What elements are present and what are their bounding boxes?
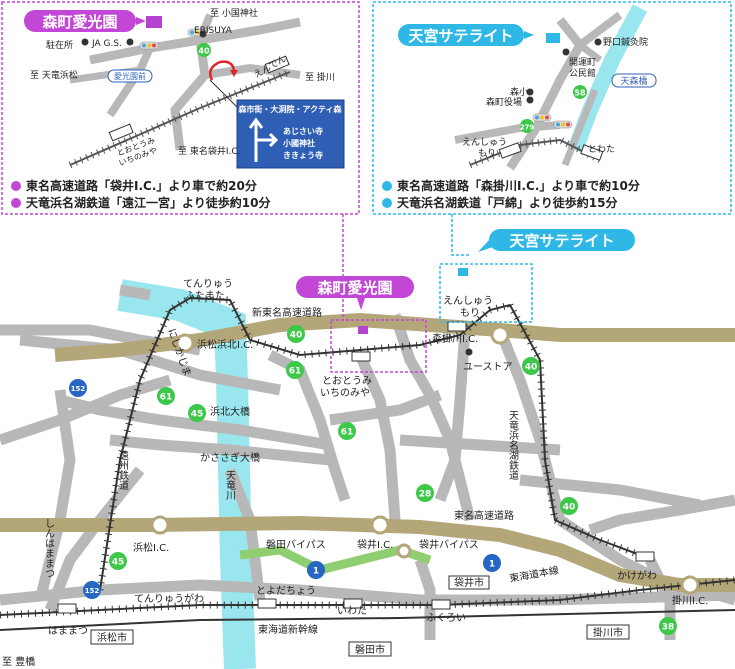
callout-aikoen: 森町愛光園 (317, 279, 392, 297)
sign-right-line1: あじさい寺 (283, 126, 323, 136)
label-hamakita-bridge: 浜北大橋 (210, 405, 250, 418)
label-kasasagi-bridge: かささぎ大橋 (200, 451, 260, 464)
label-to-fukuroi: 至 東名袋井I.C. (178, 145, 241, 157)
label-to-kakegawa: 至 掛川 (305, 71, 335, 83)
route-279-badge: 279 (520, 124, 535, 132)
label-tenryugawa: てんりゅうがわ (134, 592, 204, 605)
route-45-b: 45 (112, 558, 125, 568)
label-tokaido-line: 東海道本線 (508, 563, 559, 584)
label-fukuroi-city: 袋井市 (454, 576, 484, 589)
label-enshu-mori-main-2: もり (460, 307, 480, 319)
label-kakegawa-city: 掛川市 (593, 626, 623, 639)
aikoen-marker (146, 16, 162, 28)
label-towata: とわた (588, 144, 615, 155)
inset-aikoen-title: 森町愛光園 (42, 13, 117, 31)
label-kakegawa-ic: 掛川I.C. (672, 594, 708, 607)
route-40-badge-inset: 40 (198, 47, 210, 56)
label-tomei: 東名高速道路 (454, 509, 514, 522)
label-tenhama-railway: 天竜浜名湖鉄道 (507, 410, 519, 480)
label-toyodacho: とよだちょう (256, 585, 316, 597)
label-fukuroi-bypass: 袋井バイパス (419, 538, 479, 551)
label-bridge: 天森橋 (620, 75, 647, 87)
label-police: 駐在所 (46, 39, 73, 51)
label-shin-tomei: 新東名高速道路 (252, 306, 322, 319)
route-152-b: 152 (85, 587, 100, 595)
inset-satellite: 58 279 天宮サテライト 野口鍼灸院 開運町 公民館 森小 森町役場 天森橋… (372, 1, 732, 215)
route-61-a: 61 (289, 367, 302, 377)
label-toutoumi-2: いちのみや (320, 387, 370, 399)
tomei-expressway (0, 515, 735, 592)
route-1-b: 1 (489, 560, 495, 570)
label-fukuroi-ic: 袋井I.C. (357, 538, 393, 551)
label-kakegawa: かけがわ (617, 569, 657, 582)
label-tenryu-river: 天竜川 (224, 470, 236, 500)
label-hamamatsu: はままつ (48, 625, 88, 637)
label-iwata-bypass: 磐田バイパス (266, 538, 326, 551)
label-shinhamamatsu: しんはままつ (43, 518, 55, 578)
route-61-c: 61 (341, 428, 354, 438)
sign-right-line3: ききょう寺 (283, 150, 323, 160)
sign-up-text: 森市街・大洞院・アクティ森 (238, 104, 342, 114)
access-aikoen-train: 天竜浜名湖鉄道「遠江一宮」より徒歩約10分 (26, 195, 270, 210)
traffic-light-icon (532, 113, 552, 122)
tokaido-line (0, 579, 735, 616)
label-toutoumi-1: とおとうみ (322, 375, 372, 387)
label-fukuroi: ふくろい (426, 612, 466, 624)
label-ebisuya: EBISUYA (194, 26, 233, 36)
traffic-light-icon (553, 120, 573, 129)
label-kominkan-2: 公民館 (569, 67, 596, 79)
access-aikoen-car: 東名高速道路「袋井I.C.」より車で約20分 (26, 178, 257, 193)
label-u-store: ユーストア (463, 362, 513, 373)
label-enshu-mori-1: えんしゅう (462, 137, 507, 148)
label-shinkansen: 東海道新幹線 (258, 623, 318, 636)
label-shrine: 至 小国神社 (210, 7, 258, 19)
route-1-a: 1 (313, 567, 319, 577)
label-hamamatsu-hamakita-ic: 浜松浜北I.C. (197, 338, 253, 351)
tenhama-railway (99, 296, 641, 591)
route-45-a: 45 (191, 410, 204, 420)
label-hamamatsu-ic: 浜松I.C. (133, 541, 169, 554)
shin-tomei-expressway (54, 312, 735, 362)
label-iwata: いわた (337, 605, 367, 617)
route-38: 38 (662, 623, 675, 633)
label-enshu-mori-2: もり (478, 148, 496, 159)
main-map: 森町愛光園 天宮サテライト 40 40 40 61 61 61 45 45 28… (0, 214, 735, 669)
route-58-badge: 58 (574, 89, 586, 98)
callout-satellite: 天宮サテライト (509, 232, 614, 250)
label-to-hamamatsu: 至 天竜浜松 (30, 69, 78, 81)
label-enshu-mori-main-1: えんしゅう (443, 295, 493, 307)
aikoen-main-marker (358, 326, 368, 334)
label-enshu-railway: 遠州鉄道 (117, 449, 129, 490)
route-badges: 40 40 40 61 61 61 45 45 28 38 152 152 1 … (69, 325, 677, 635)
label-kominkan-1: 開運町 (569, 57, 596, 68)
access-satellite-train: 天竜浜名湖鉄道「戸綿」より徒歩約15分 (397, 195, 617, 210)
route-152-a: 152 (71, 385, 86, 393)
label-mori-kakegawa-ic: 森掛川I.C. (432, 332, 478, 345)
label-ja: JA G.S. (91, 39, 122, 49)
route-40-c: 40 (563, 503, 576, 513)
sign-right-line2: 小國神社 (282, 138, 315, 148)
shinkansen-line (0, 609, 735, 631)
route-61-b: 61 (160, 393, 173, 403)
route-40-b: 40 (525, 363, 538, 373)
label-aikoen-mae: 愛光園前 (114, 71, 146, 81)
satellite-marker (546, 33, 560, 43)
route-arrow-icon (209, 60, 236, 81)
traffic-light-icon (139, 41, 159, 50)
label-hamamatsu-city: 浜松市 (97, 631, 127, 644)
satellite-main-marker (458, 268, 468, 276)
label-clinic: 野口鍼灸院 (603, 36, 648, 48)
label-to-toyohashi: 至 豊橋 (2, 655, 35, 668)
label-tenryu-futamata-1: てんりゅう (183, 278, 233, 290)
label-tenryu-futamata-2: ふたまた (185, 290, 225, 302)
inset-aikoen: 40 森市街・大洞院・アクティ森 あじさい寺 小國神社 ききょう寺 (1, 1, 360, 215)
inset-satellite-title: 天宮サテライト (408, 27, 513, 45)
route-40-a: 40 (290, 331, 303, 341)
route-28: 28 (419, 490, 432, 500)
label-iwata-city: 磐田市 (355, 643, 385, 656)
label-mori-sho: 森小 (510, 86, 528, 98)
access-satellite-car: 東名高速道路「森掛川I.C.」より車で約10分 (397, 178, 640, 193)
label-yakuba: 森町役場 (486, 96, 522, 108)
